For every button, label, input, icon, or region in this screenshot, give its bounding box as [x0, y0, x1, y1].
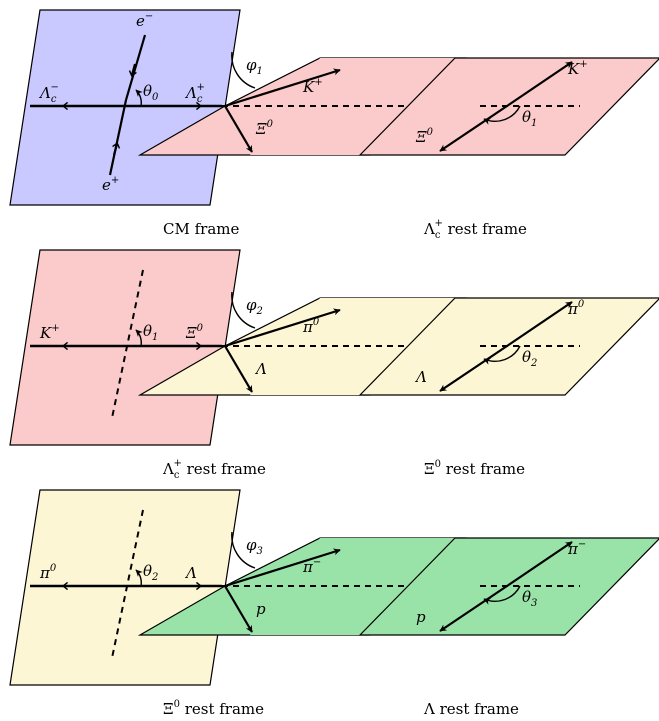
- theta-left-label: θ1: [143, 322, 158, 343]
- rest-up-arrow: [506, 541, 573, 587]
- rest-up-label: K+: [567, 59, 588, 78]
- daughter-down-label: Ξ0: [255, 119, 274, 138]
- theta-right-label: θ2: [522, 348, 537, 369]
- daughter-up-label: K+: [302, 77, 323, 96]
- left-particle-label: K+: [39, 323, 60, 342]
- rest-down-arrow: [439, 585, 508, 632]
- theta-right-label: θ1: [522, 108, 537, 129]
- beam-axis-dashed: [111, 269, 144, 419]
- theta-arc-left: [135, 569, 143, 587]
- rest-down-label: p: [416, 608, 426, 626]
- daughter-down-arrow: [224, 345, 253, 393]
- positron-beam-line: [108, 99, 128, 176]
- electron-arrow-icon: [128, 63, 137, 77]
- daughter-down-label: Λ: [254, 360, 267, 378]
- frame-caption: Λc+ rest frame: [162, 458, 266, 481]
- theta-arc-left: [135, 329, 143, 347]
- daughter-up-label: π0: [302, 317, 320, 336]
- left-particle-label: π0: [39, 563, 57, 582]
- theta-arc-right: [483, 105, 521, 125]
- theta-arc-right: [483, 585, 521, 605]
- daughter-up-arrow: [224, 68, 341, 108]
- rest-down-arrow: [439, 345, 508, 392]
- positron-arrow-icon: [112, 142, 121, 156]
- phi-label: φ1: [246, 56, 263, 77]
- daughter-down-arrow: [224, 585, 253, 633]
- rest-up-label: π−: [567, 539, 586, 558]
- rest-frame-caption: Λ rest frame: [423, 700, 519, 718]
- rest-up-arrow: [506, 301, 573, 347]
- positron-label: e+: [102, 175, 119, 194]
- phi-label: φ3: [246, 536, 263, 557]
- theta-left-label: θ0: [143, 82, 159, 103]
- theta-arc-right: [483, 345, 521, 365]
- theta-left-label: θ2: [143, 562, 158, 583]
- rest-frame-caption: Ξ0 rest frame: [424, 459, 525, 478]
- production-plane: [9, 489, 241, 686]
- electron-beam-line: [124, 34, 147, 101]
- daughter-up-arrow: [224, 548, 341, 588]
- rest-frame-plane: [358, 57, 659, 156]
- rest-frame-caption: Λc+ rest frame: [423, 218, 527, 241]
- right-particle-label: Λc+: [184, 82, 205, 105]
- left-particle-label: Λc−: [38, 82, 59, 105]
- phi-label: φ2: [246, 296, 263, 317]
- rest-up-arrow: [506, 61, 573, 107]
- rest-up-label: π0: [567, 299, 585, 318]
- rest-down-arrow: [439, 105, 508, 152]
- beam-axis-dashed: [111, 509, 144, 659]
- rest-frame-plane: [358, 297, 659, 396]
- phi-arc: [231, 291, 256, 329]
- phi-arc: [231, 531, 256, 569]
- daughter-down-arrow: [224, 105, 253, 153]
- electron-label: e−: [136, 11, 153, 30]
- daughter-up-arrow: [224, 308, 341, 348]
- rest-down-label: Λ: [414, 368, 427, 386]
- frame-row-3: π0 Λθ2 φ3 π− p π− p θ3 Ξ0 rest frame Λ rest frame: [9, 489, 659, 718]
- daughter-up-label: π−: [302, 557, 321, 576]
- phi-arc: [231, 51, 256, 89]
- theta-right-label: θ3: [522, 588, 537, 609]
- daughter-down-label: p: [256, 600, 266, 618]
- rest-frame-plane: [358, 537, 659, 636]
- frame-caption: CM frame: [163, 220, 239, 238]
- production-plane: [9, 249, 241, 446]
- right-particle-label: Ξ0: [185, 323, 204, 342]
- rest-down-label: Ξ0: [415, 127, 434, 146]
- theta-arc-left: [135, 89, 143, 107]
- frame-caption: Ξ0 rest frame: [163, 699, 264, 718]
- right-particle-label: Λ: [184, 564, 197, 582]
